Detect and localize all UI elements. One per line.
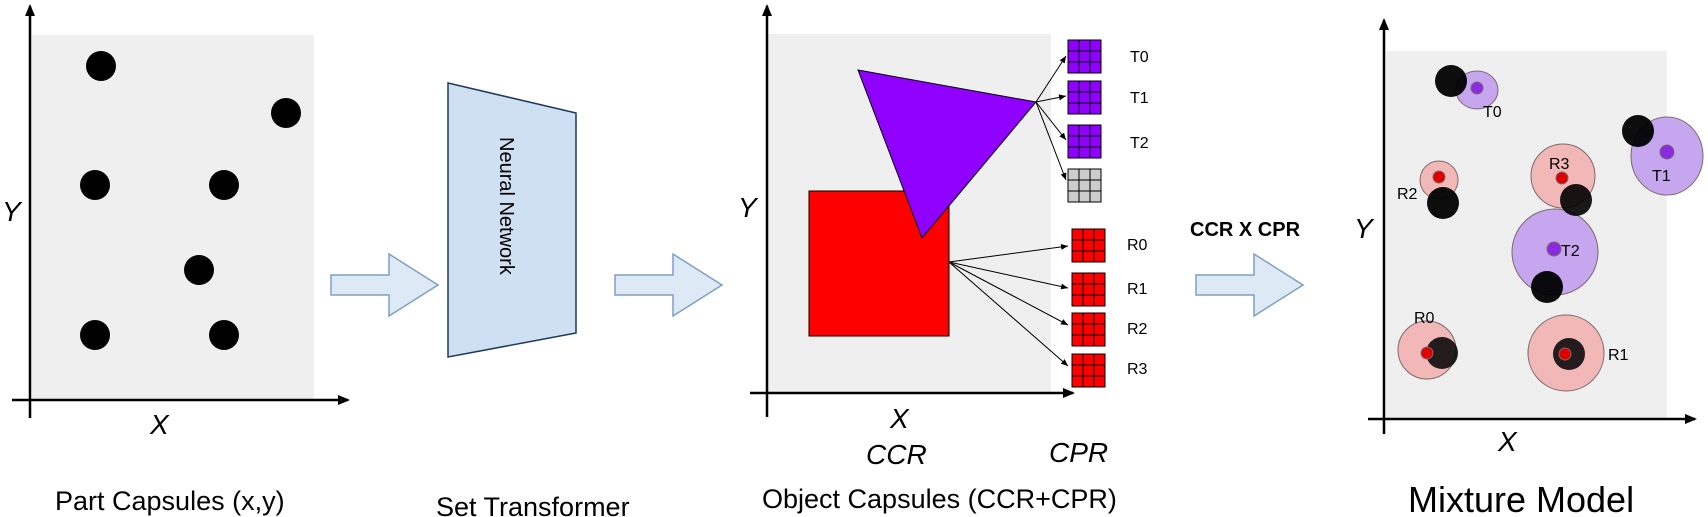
mixture-center-t0 bbox=[1470, 81, 1484, 95]
mixture-label-r2: R2 bbox=[1397, 186, 1418, 203]
template-label-t0: T0 bbox=[1130, 49, 1149, 66]
grid-template-icon bbox=[1071, 228, 1106, 263]
right-arrow-icon bbox=[1195, 252, 1305, 318]
grid-template-icon bbox=[1071, 353, 1106, 388]
grid-template-icon bbox=[1071, 272, 1106, 307]
mixture-label-r0: R0 bbox=[1414, 310, 1435, 327]
triangle-connectors bbox=[1035, 55, 1067, 181]
grid-template-icon bbox=[1067, 80, 1102, 115]
panel2-y-label: Y bbox=[738, 192, 759, 223]
template-label-r3: R3 bbox=[1127, 361, 1148, 378]
mixture-label-r1: R1 bbox=[1608, 347, 1629, 364]
right-arrow-icon bbox=[330, 252, 440, 318]
square-connectors bbox=[948, 243, 1069, 367]
panel1-caption: Part Capsules (x,y) bbox=[55, 486, 285, 516]
panel3-caption: Mixture Model bbox=[1408, 479, 1634, 517]
grid-template-icon bbox=[1067, 124, 1102, 159]
mixture-label-r3: R3 bbox=[1549, 156, 1570, 173]
panel3-y-label: Y bbox=[1354, 213, 1375, 244]
part-point bbox=[1427, 187, 1459, 219]
panel2-x-label: X bbox=[889, 403, 910, 434]
template-label-r2: R2 bbox=[1127, 321, 1148, 338]
template-label-r1: R1 bbox=[1127, 281, 1148, 298]
grid-template-icon bbox=[1067, 39, 1102, 74]
mixture-label-t0: T0 bbox=[1483, 104, 1502, 121]
part-point bbox=[1622, 115, 1654, 147]
template-label-t2: T2 bbox=[1130, 135, 1149, 152]
mixture-model-panel: T0 T1 T2 R0 R1 R2 R3 X Y Mixture Model bbox=[1354, 18, 1704, 517]
mixture-center-t2 bbox=[1546, 241, 1562, 257]
template-label-r0: R0 bbox=[1127, 237, 1148, 254]
mixture-center-r2 bbox=[1432, 170, 1446, 184]
operation-label: CCR X CPR bbox=[1190, 219, 1301, 241]
part-point bbox=[86, 51, 116, 81]
part-point bbox=[209, 320, 239, 350]
part-point bbox=[80, 320, 110, 350]
part-points bbox=[80, 51, 301, 350]
part-point bbox=[1426, 337, 1458, 369]
panel2-caption: Object Capsules (CCR+CPR) bbox=[762, 484, 1117, 514]
panel3-x-label: X bbox=[1497, 426, 1518, 457]
part-point bbox=[1560, 184, 1592, 216]
mixture-center-t1 bbox=[1659, 144, 1675, 160]
network-label: Neural Network bbox=[495, 137, 517, 276]
mixture-label-t2: T2 bbox=[1561, 243, 1580, 260]
grid-template-icon bbox=[1071, 312, 1106, 347]
mixture-center-r0 bbox=[1420, 346, 1434, 360]
neural-network-block: Neural Network Set Transformer bbox=[436, 82, 630, 517]
network-caption: Set Transformer bbox=[436, 492, 630, 517]
mixture-label-t1: T1 bbox=[1652, 168, 1671, 185]
panel1-background bbox=[32, 35, 314, 399]
triangle-object bbox=[857, 69, 1037, 239]
ccr-label: CCR bbox=[866, 439, 927, 470]
mixture-components bbox=[1397, 65, 1704, 392]
mixture-center-r1 bbox=[1558, 347, 1572, 361]
object-capsules-panel: T0 T1 T2 R0 R1 R2 R3 X Y CCR CPR Object … bbox=[738, 4, 1149, 514]
part-point bbox=[271, 98, 301, 128]
right-arrow-icon bbox=[614, 252, 724, 318]
part-capsules-panel: X Y Part Capsules (x,y) bbox=[2, 4, 350, 516]
template-label-t1: T1 bbox=[1130, 90, 1149, 107]
part-point bbox=[1435, 65, 1467, 97]
grid-template-icon bbox=[1067, 168, 1102, 203]
part-point bbox=[80, 170, 110, 200]
part-point bbox=[1531, 271, 1563, 303]
network-trapezoid bbox=[447, 82, 577, 358]
part-point bbox=[184, 255, 214, 285]
cpr-label: CPR bbox=[1049, 437, 1108, 468]
panel1-y-label: Y bbox=[2, 196, 23, 227]
mixture-center-r3 bbox=[1555, 171, 1569, 185]
panel1-x-label: X bbox=[149, 409, 170, 440]
part-point bbox=[209, 170, 239, 200]
